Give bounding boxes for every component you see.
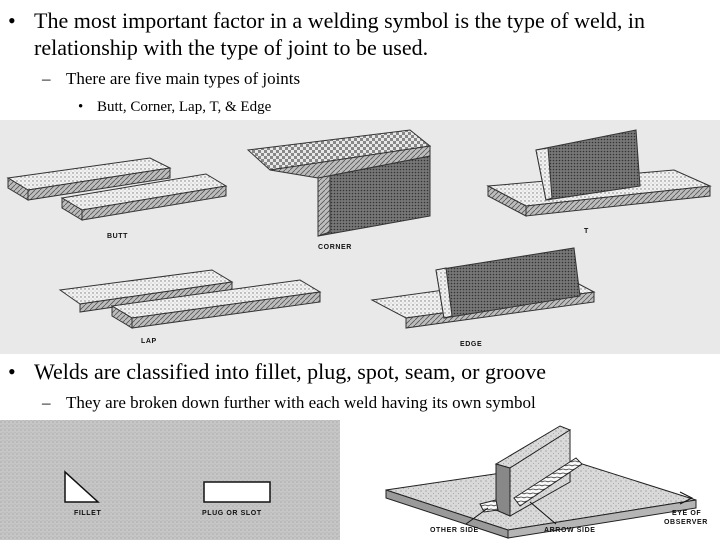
bullet-subsub-1: Butt, Corner, Lap, T, & Edge [97,99,272,115]
butt-label: BUTT [107,233,128,240]
bullet-mark: • [8,8,16,33]
lap-joint-drawing [58,269,322,329]
lap-label: LAP [141,338,157,345]
butt-joint-drawing [6,157,228,221]
plug-symbol [203,481,271,503]
t-joint-drawing [486,129,712,217]
other-side-label: OTHER SIDE [430,527,479,534]
observer-label: OBSERVER [664,519,708,526]
arrow-side-label: ARROW SIDE [544,527,596,534]
edge-label: EDGE [460,341,482,348]
bullet-sub-2: They are broken down further with each w… [66,393,536,412]
bullet-main-1-line-1: The most important factor in a welding s… [34,8,645,33]
eye-icon [679,491,694,505]
joint-types-illustration: BUTT CORNER T LAP EDGE [0,120,720,354]
weld-joint-drawing: OTHER SIDE ARROW SIDE EYE OF OBSERVER [385,425,708,539]
bullet-main-1-line-2: relationship with the type of joint to b… [34,35,429,60]
fillet-label: FILLET [74,510,101,517]
subsub-bullet-mark: • [78,99,84,115]
edge-joint-drawing [370,247,596,329]
corner-joint-drawing [246,129,432,237]
fillet-symbol [64,470,100,503]
eye-of-label: EYE OF [672,510,701,517]
bullet-sub-1: There are five main types of joints [66,69,301,88]
t-label: T [584,228,589,235]
corner-label: CORNER [318,244,352,251]
symbols-background [0,420,340,540]
bullet-main-2: Welds are classified into fillet, plug, … [34,359,547,384]
weld-symbols-panel: FILLET PLUG OR SLOT [0,420,340,540]
bullet-mark-2: • [8,359,16,384]
sub-bullet-mark-2: – [42,393,51,412]
plug-label: PLUG OR SLOT [202,510,262,517]
sub-bullet-mark: – [42,69,51,88]
